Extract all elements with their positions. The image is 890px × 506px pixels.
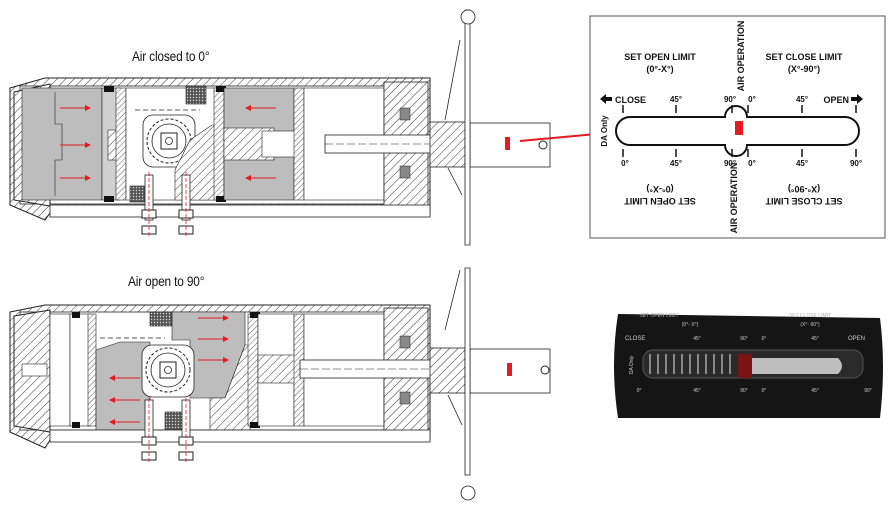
top-tick-label: 45° (670, 95, 682, 104)
pinion-gear-icon (142, 114, 196, 168)
photo-bottom-tick: 45° (811, 388, 819, 394)
set-open-range-inverted: (0°-X°) (646, 184, 673, 194)
photo-top-tick: 45° (811, 336, 819, 342)
set-open-range: (0°-X°) (646, 64, 673, 74)
indicator-photo: SET OPEN LIMIT (0°- X°) SET CLOSE LIMIT … (614, 313, 883, 418)
photo-bottom-tick: 0° (637, 388, 642, 394)
photo-bottom-tick: 0° (762, 388, 767, 394)
close-arrow-icon (600, 94, 612, 104)
bottom-tick-label: 0° (621, 159, 629, 168)
photo-bottom-tick: 45° (693, 388, 701, 394)
position-indicator-panel: SET OPEN LIMIT (0°-X°) SET CLOSE LIMIT (… (589, 15, 886, 239)
bottom-tick-label: 45° (670, 159, 682, 168)
set-close-range-inverted: (X°-90°) (788, 184, 820, 194)
photo-set-close-range: (X°- 90°) (800, 322, 820, 328)
bottom-tick-label: 90° (850, 159, 862, 168)
photo-top-tick: 0° (762, 336, 767, 342)
set-close-limit-label: SET CLOSE LIMIT (765, 52, 843, 62)
actuator-closed-drawing (9, 9, 551, 246)
photo-open-label: OPEN (848, 336, 865, 342)
photo-set-open-range: (0°- X°) (682, 322, 699, 328)
air-flow-arrows (109, 315, 229, 425)
set-open-limit-inverted: SET OPEN LIMIT (624, 196, 696, 206)
bottom-tick-label: 45° (796, 159, 808, 168)
set-close-limit-inverted: SET CLOSE LIMIT (765, 196, 843, 206)
photo-set-close-limit: SET CLOSE LIMIT (789, 313, 831, 319)
set-open-limit-label: SET OPEN LIMIT (624, 52, 696, 62)
pinion-gear-icon (141, 344, 195, 398)
caption-air-closed: Air closed to 0° (132, 48, 210, 64)
actuator-open-drawing (9, 267, 551, 501)
set-close-range: (X°-90°) (788, 64, 820, 74)
open-label: OPEN (823, 95, 849, 105)
position-marker (735, 121, 743, 135)
photo-set-open-limit: SET OPEN LIMIT (639, 313, 678, 319)
close-label: CLOSE (615, 95, 646, 105)
air-flow-arrows (60, 105, 276, 181)
bottom-tick-label: 0° (748, 159, 756, 168)
photo-close-label: CLOSE (625, 336, 645, 342)
photo-top-tick: 45° (693, 336, 701, 342)
air-operation-label-top: AIR OPERATION (736, 21, 746, 92)
photo-bottom-tick: 90° (864, 388, 872, 394)
photo-da-only: DA Only (629, 355, 635, 374)
bottom-tick-label: 90° (724, 159, 736, 168)
top-tick-label: 45° (796, 95, 808, 104)
caption-air-open: Air open to 90° (128, 273, 205, 289)
top-tick-label: 90° (724, 95, 736, 104)
top-tick-label: 0° (748, 95, 756, 104)
photo-top-tick: 90° (740, 336, 748, 342)
photo-bottom-tick: 90° (740, 388, 748, 394)
open-arrow-icon (851, 94, 863, 104)
da-only-label: DA Only (600, 115, 609, 147)
air-operation-label-bottom: AIR OPERATION (729, 163, 739, 234)
